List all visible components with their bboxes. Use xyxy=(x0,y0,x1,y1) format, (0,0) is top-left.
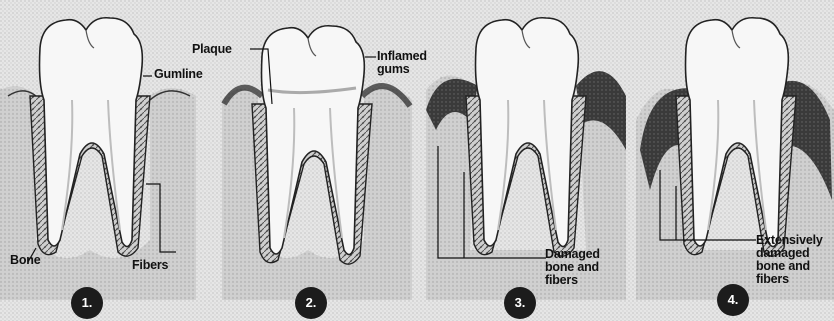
stage-2-badge: 2. xyxy=(295,287,327,319)
fibers-label: Fibers xyxy=(132,259,168,272)
gumline-label: Gumline xyxy=(154,68,203,81)
extensively-damaged-label: Extensively damaged bone and fibers xyxy=(756,234,823,286)
damaged-bone-fibers-label: Damaged bone and fibers xyxy=(545,248,600,287)
inflamed-gums-label: Inflamed gums xyxy=(377,50,427,76)
plaque-label: Plaque xyxy=(192,43,232,56)
stage-3-badge: 3. xyxy=(504,287,536,319)
stage-4-badge: 4. xyxy=(717,284,749,316)
stage-1-badge: 1. xyxy=(71,287,103,319)
bone-label: Bone xyxy=(10,254,40,267)
